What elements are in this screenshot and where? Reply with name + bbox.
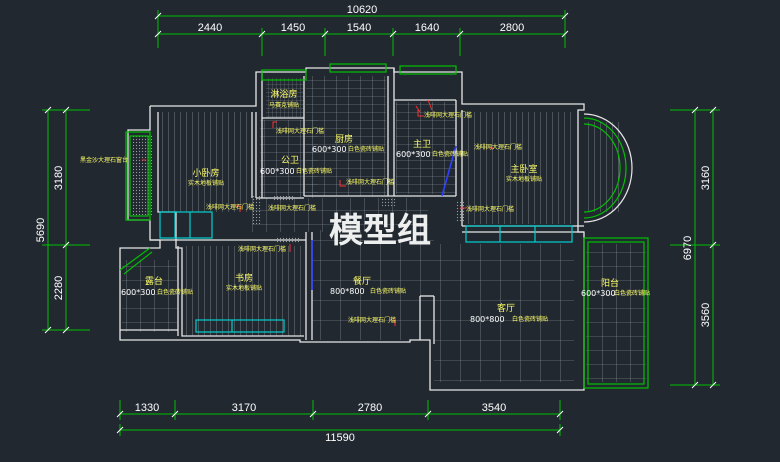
dim-bottom-4: 3540 [482,402,506,414]
note-master-bedroom: 浅啡网大理石门槛 [474,143,522,151]
dining-floor [312,230,434,340]
dining-name: 餐厅 [353,275,371,287]
shower-floor [266,78,304,118]
study-name: 书房 [235,272,253,284]
note-small-bedroom-door: 浅啡网大理石门槛 [206,203,254,211]
balcony-railing [119,63,649,389]
dim-top-4: 1640 [415,22,439,34]
dim-bottom-1: 1330 [135,402,159,414]
bay-window [583,113,633,223]
master-bedroom-name: 主卧室 [510,163,537,175]
master-bath-floor [396,102,456,194]
watermark-text: 模型组 [329,211,431,251]
note-window-sill: 黑金沙大理石窗台 [80,156,128,164]
living-spec-note: 白色瓷砖铺贴 [512,315,548,323]
doors [311,145,457,290]
note-study-door: 浅啡网大理石门槛 [238,245,286,253]
living-name: 客厅 [497,302,515,314]
dim-top-3: 1540 [347,22,371,34]
master-bath-spec: 600*300 [396,150,431,159]
note-master-bedroom-door: 浅啡网大理石门槛 [466,205,514,213]
note-kitchen-door: 浅啡网大理石门槛 [346,178,394,186]
dim-right-total: 6970 [682,236,694,260]
floor-fills [122,76,646,382]
dim-left-total: 5690 [35,218,47,242]
dim-left-2: 2280 [53,276,65,300]
dim-bottom-total: 11590 [325,432,355,444]
terrace-spec: 600*300 [121,288,156,297]
living-floor [434,244,574,382]
small-bedroom-floor [160,112,252,212]
dim-top-total: 10620 [347,4,378,16]
toilet-name: 公卫 [281,155,299,166]
dim-right-2: 3560 [700,303,712,327]
material-notes: 浅啡网大理石门槛 浅啡网大理石门槛 浅啡网大理石门槛 浅啡网大理石门槛 浅啡网大… [80,111,522,324]
balcony-name: 阳台 [601,277,619,289]
master-bath-spec-note: 白色瓷砖铺贴 [432,150,468,158]
kitchen-floor [306,76,386,196]
note-entry-door: 浅啡网大理石门槛 [348,316,396,324]
master-bath-name: 主卫 [413,138,431,150]
dim-top-5: 2800 [500,22,524,34]
dim-left-1: 3180 [53,166,65,190]
kitchen-spec: 600*300 [312,145,347,154]
terrace-name: 露台 [145,275,163,287]
dim-top-2: 1450 [281,22,305,34]
toilet-spec: 600*300 [260,167,295,176]
note-hall-door: 浅啡网大理石门槛 [268,204,316,212]
dim-bottom-2: 3170 [232,402,256,414]
door-sills [252,196,464,244]
dimension-labels: 10620 2440 1450 1540 1640 2800 1330 3170… [35,4,712,444]
balcony-spec-note: 白色瓷砖铺贴 [614,289,650,297]
glass-partitions [159,211,573,333]
master-bedroom-floor [462,112,574,224]
dimension-ticks [44,12,717,434]
dining-spec: 800*800 [330,287,365,296]
note-master-bath: 浅啡网大理石门槛 [424,111,472,119]
dim-bottom-3: 2780 [358,402,382,414]
dim-top-1: 2440 [198,22,222,34]
dining-spec-note: 白色瓷砖铺贴 [370,287,406,295]
balcony-floor [586,244,646,382]
hallway-floor [252,198,428,232]
bathroom-spec: 马赛克铺贴 [269,101,299,109]
bathroom-name: 淋浴房 [270,88,297,100]
leader-markers [142,99,494,326]
living-spec: 800*800 [470,315,505,324]
terrace-floor [122,260,177,332]
toilet-spec-note: 白色瓷砖铺贴 [296,167,332,175]
window-sill-left [132,135,152,215]
small-bedroom-spec: 实木地板铺贴 [188,179,224,187]
small-bedroom-name: 小卧房 [192,167,219,179]
note-toilet-door: 浅啡网大理石门槛 [276,127,324,135]
master-bedroom-spec: 实木地板铺贴 [506,175,542,183]
kitchen-name: 厨房 [335,133,353,145]
kitchen-spec-note: 白色瓷砖铺贴 [348,145,384,153]
dim-right-1: 3160 [700,166,712,190]
balcony-spec: 600*300 [581,289,616,298]
terrace-spec-note: 白色瓷砖铺贴 [157,288,193,296]
room-labels: 淋浴房 马赛克铺贴 公卫 600*300 白色瓷砖铺贴 厨房 600*300 白… [121,88,650,324]
study-spec: 实木地板铺贴 [226,284,262,292]
